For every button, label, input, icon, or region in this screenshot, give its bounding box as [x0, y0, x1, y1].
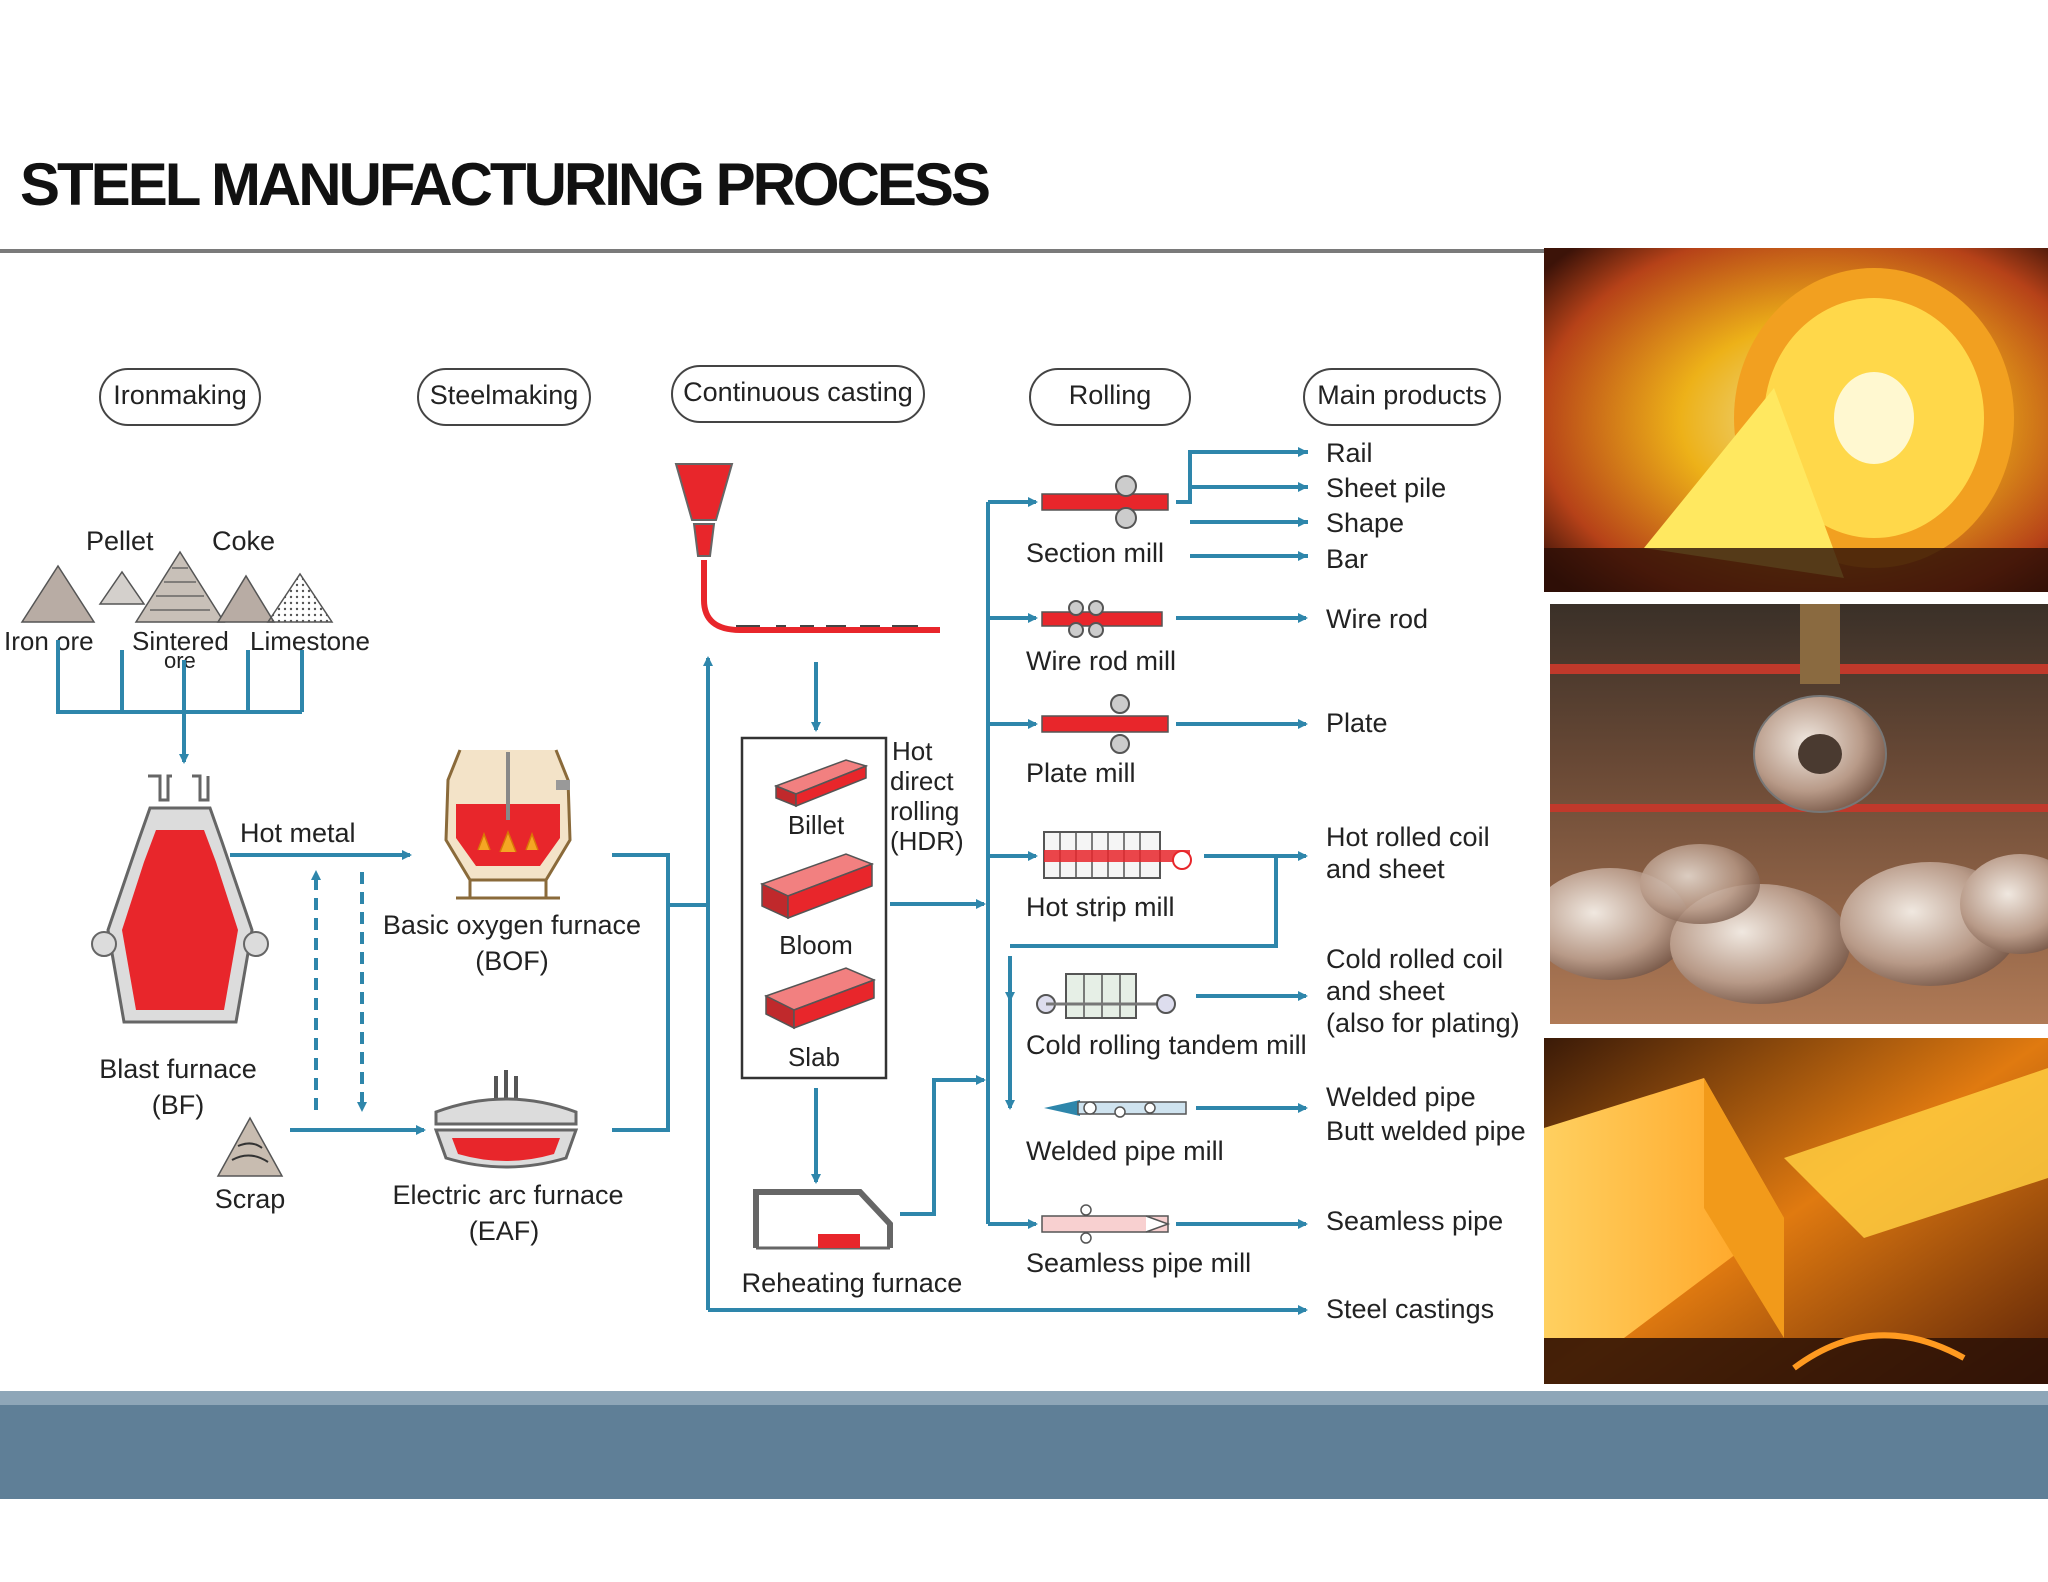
product-bar: Bar — [1326, 544, 1368, 574]
electric-arc-furnace — [433, 1070, 579, 1169]
reheating-furnace-label: Reheating furnace — [742, 1268, 963, 1298]
stage-rolling-label: Rolling — [1069, 380, 1152, 410]
product-wire-rod: Wire rod — [1326, 604, 1428, 634]
product-plate: Plate — [1326, 708, 1388, 738]
stage-ironmaking-pill — [99, 368, 261, 426]
hdr-label-1: Hot — [892, 736, 933, 766]
scrap-label: Scrap — [215, 1184, 286, 1214]
steel-coils-warehouse-photo — [1550, 604, 2048, 1024]
stage-products-label: Main products — [1317, 380, 1487, 410]
plate-mill-graphic — [1041, 694, 1169, 754]
title-divider — [0, 249, 2048, 253]
hot-coil-photo — [1544, 248, 2048, 592]
product-rail: Rail — [1326, 438, 1373, 468]
eaf-label-1: Electric arc furnace — [392, 1180, 623, 1210]
welded-pipe-mill-label: Welded pipe mill — [1026, 1136, 1224, 1166]
blast-furnace-label-1: Blast furnace — [99, 1054, 257, 1084]
sintered-ore-label-2: ore — [164, 648, 196, 673]
product-shape: Shape — [1326, 508, 1404, 538]
reheating-furnace — [753, 1189, 893, 1250]
footer-accent-line — [0, 1391, 2048, 1405]
hdr-label-2: direct — [890, 766, 954, 796]
product-cold-coil-3: (also for plating) — [1326, 1008, 1520, 1038]
stage-ironmaking-label: Ironmaking — [113, 380, 247, 410]
page-title: STEEL MANUFACTURING PROCESS — [20, 151, 991, 218]
coke-label: Coke — [212, 526, 275, 556]
wire-rod-mill-label: Wire rod mill — [1026, 646, 1176, 676]
seamless-pipe-mill-label: Seamless pipe mill — [1026, 1248, 1251, 1278]
sintered-ore-pile — [134, 550, 226, 623]
seamless-pipe-mill-graphic — [1041, 1204, 1171, 1244]
plate-mill-label: Plate mill — [1026, 758, 1136, 788]
product-cold-coil-1: Cold rolled coil — [1326, 944, 1503, 974]
section-mill-graphic — [1041, 475, 1169, 529]
sintered-ore-label-1: Sintered — [132, 626, 229, 656]
iron-ore-label: Iron ore — [4, 626, 94, 656]
dashed-scrap-links — [311, 870, 367, 1112]
stage-steelmaking-pill — [417, 368, 591, 426]
product-cold-coil-2: and sheet — [1326, 976, 1445, 1006]
welded-pipe-mill-graphic — [1044, 1100, 1187, 1118]
scrap-pile — [216, 1116, 284, 1177]
pellet-label: Pellet — [86, 526, 154, 556]
product-hot-coil-2: and sheet — [1326, 854, 1445, 884]
continuous-caster — [674, 463, 940, 633]
slab-label: Slab — [788, 1042, 840, 1072]
flow-lines — [56, 447, 1308, 1315]
stage-casting-pill — [671, 365, 925, 423]
basic-oxygen-furnace — [444, 749, 572, 900]
blast-furnace-label-2: (BF) — [152, 1090, 204, 1120]
stage-rolling-pill — [1029, 368, 1191, 426]
coke-pile — [216, 574, 276, 623]
blast-furnace — [91, 774, 269, 1024]
hot-strip-mill-label: Hot strip mill — [1026, 892, 1175, 922]
product-sheet-pile: Sheet pile — [1326, 473, 1446, 503]
stage-casting-label: Continuous casting — [683, 377, 913, 407]
raw-material-piles: Pellet Coke Iron ore Sintered ore Limest… — [4, 526, 370, 673]
stage-steelmaking-label: Steelmaking — [430, 380, 579, 410]
eaf-label-2: (EAF) — [469, 1216, 540, 1246]
product-welded-2: Butt welded pipe — [1326, 1116, 1526, 1146]
wire-rod-mill-graphic — [1041, 600, 1163, 638]
iron-ore-pile — [20, 564, 96, 623]
product-castings: Steel castings — [1326, 1294, 1494, 1324]
semi-finished-box — [740, 736, 888, 1080]
pellet-pile — [98, 570, 146, 605]
bof-label-2: (BOF) — [475, 946, 549, 976]
product-welded-1: Welded pipe — [1326, 1082, 1476, 1112]
product-labels: Rail Sheet pile Shape Bar Wire rod Plate… — [1326, 438, 1526, 1324]
billet-label: Billet — [788, 810, 845, 840]
bloom-label: Bloom — [779, 930, 853, 960]
section-mill-label: Section mill — [1026, 538, 1164, 568]
hdr-label-3: rolling — [890, 796, 959, 826]
bof-label-1: Basic oxygen furnace — [383, 910, 641, 940]
hot-metal-label: Hot metal — [240, 818, 356, 848]
hot-strip-mill-graphic — [1043, 831, 1192, 879]
limestone-pile — [266, 572, 334, 623]
cold-tandem-mill-graphic — [1036, 973, 1176, 1019]
limestone-label: Limestone — [250, 626, 370, 656]
stage-products-pill — [1303, 368, 1501, 426]
cold-tandem-mill-label: Cold rolling tandem mill — [1026, 1030, 1307, 1060]
hdr-label-4: (HDR) — [890, 826, 964, 856]
product-seamless: Seamless pipe — [1326, 1206, 1503, 1236]
hot-bloom-photo — [1544, 1038, 2048, 1384]
stage-headers: Ironmaking Steelmaking Continuous castin… — [99, 365, 1501, 426]
product-hot-coil-1: Hot rolled coil — [1326, 822, 1490, 852]
footer-band — [0, 1391, 2048, 1499]
